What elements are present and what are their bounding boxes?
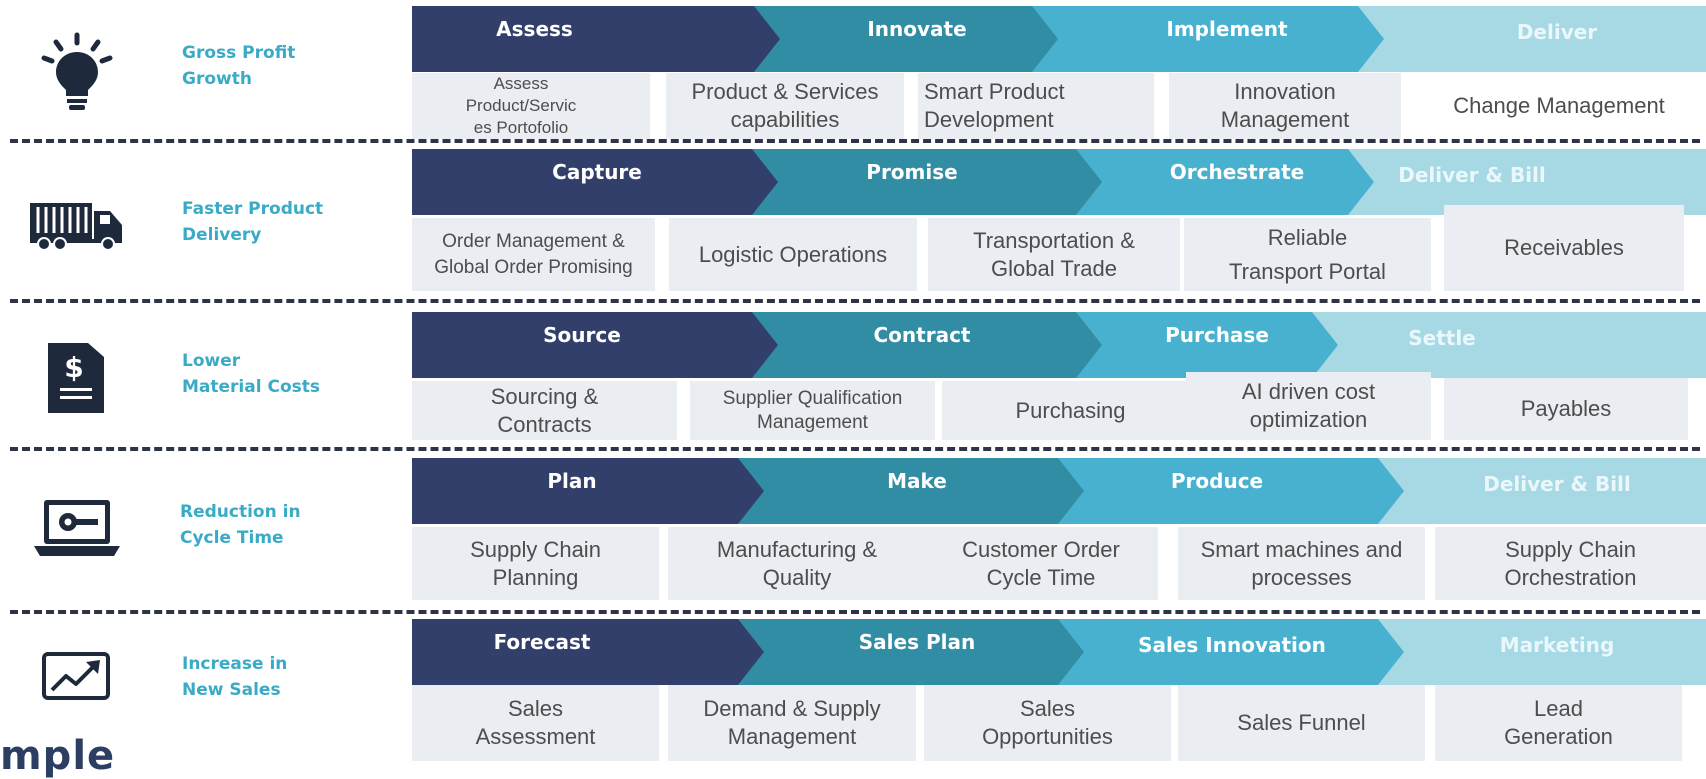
stage-label: Produce: [1170, 469, 1264, 493]
capability-cell: Assess Product/Servic es Portofolio: [412, 73, 650, 139]
capability-cell: Purchasing: [942, 381, 1199, 440]
row-divider: [10, 139, 1700, 143]
stage-label: Deliver: [1516, 20, 1598, 44]
laptop-wrench-icon: [34, 500, 120, 556]
outcome-line: Cycle Time: [180, 528, 284, 548]
outcome-label: Increase in New Sales: [182, 651, 287, 703]
stage-label: Assess: [496, 17, 573, 41]
capability-cell: Logistic Operations: [669, 218, 917, 291]
outcome-line: Reduction in: [180, 502, 301, 522]
capability-cell: Sourcing & Contracts: [412, 381, 677, 440]
outcome-label: Reduction in Cycle Time: [180, 499, 301, 551]
capability-cell: Product & Services capabilities: [666, 73, 904, 139]
chevron-arrows: [412, 619, 1706, 685]
outcome-line: Material Costs: [182, 377, 320, 397]
capability-cell: Order Management & Global Order Promisin…: [412, 218, 655, 291]
chevron-arrows: [412, 312, 1706, 378]
outcome-line: Lower: [182, 351, 241, 371]
capability-cell: Supply Chain Orchestration: [1435, 527, 1706, 600]
row-divider: [10, 299, 1700, 303]
outcome-label: Lower Material Costs: [182, 348, 320, 400]
outcome-line: Gross Profit: [182, 43, 296, 63]
row-divider: [10, 610, 1700, 614]
capability-cell: Payables: [1444, 378, 1688, 440]
stage-label: Innovate: [867, 17, 967, 41]
chevron-arrows: [412, 6, 1706, 72]
capability-cell: Innovation Management: [1169, 73, 1401, 139]
capability-cell: Sales Funnel: [1178, 685, 1425, 761]
capability-cell: Smart Product Development: [918, 73, 1154, 139]
outcome-line: New Sales: [182, 680, 281, 700]
chevron-arrows: [412, 458, 1706, 524]
capability-cell: Sales Assessment: [412, 685, 659, 761]
outcome-label: Faster Product Delivery: [182, 196, 323, 248]
capability-cell: Sales Opportunities: [924, 685, 1171, 761]
capability-cell: Reliable Transport Portal: [1184, 218, 1431, 291]
stage-label: Source: [543, 323, 621, 347]
row-divider: [10, 447, 1700, 451]
chevron-arrows: [412, 149, 1706, 215]
stage-label: Deliver & Bill: [1483, 472, 1631, 496]
trend-up-tablet-icon: [42, 652, 112, 700]
capability-cell: Smart machines and processes: [1178, 527, 1425, 600]
stage-label: Sales Innovation: [1138, 633, 1326, 657]
capability-cell: Lead Generation: [1435, 685, 1682, 761]
stage-label: Sales Plan: [858, 630, 976, 654]
outcome-line: Increase in: [182, 654, 288, 674]
stage-label: Capture: [552, 160, 642, 184]
capability-cell: Customer Order Cycle Time: [924, 527, 1158, 600]
stage-label: Settle: [1408, 326, 1476, 350]
outcome-line: Faster Product: [182, 199, 324, 219]
stage-label: Forecast: [493, 630, 591, 654]
outcome-label: Gross Profit Growth: [182, 40, 295, 92]
outcome-line: Delivery: [182, 225, 262, 245]
stage-label: Implement: [1166, 17, 1288, 41]
capability-cell: Receivables: [1444, 205, 1684, 291]
lightbulb-icon: [40, 32, 115, 114]
invoice-dollar-icon: $: [48, 343, 104, 413]
svg-text:$: $: [64, 351, 83, 384]
stage-label: Orchestrate: [1169, 160, 1305, 184]
stage-label: Plan: [547, 469, 597, 493]
stage-label: Deliver & Bill: [1398, 163, 1546, 187]
stage-label: Purchase: [1165, 323, 1269, 347]
capability-cell: Demand & Supply Management: [668, 685, 916, 761]
truck-icon: [30, 203, 124, 251]
capability-cell: Transportation & Global Trade: [928, 218, 1180, 291]
stage-label: Promise: [866, 160, 958, 184]
capability-cell: AI driven cost optimization: [1186, 372, 1431, 440]
stage-label: Marketing: [1499, 633, 1615, 657]
capability-cell: Manufacturing & Quality: [668, 527, 926, 600]
capability-cell: Supply Chain Planning: [412, 527, 659, 600]
outcome-line: Growth: [182, 69, 252, 89]
stage-label: Contract: [873, 323, 971, 347]
brand-logo-partial: mple: [0, 733, 116, 779]
capability-cell: Change Management: [1412, 73, 1706, 139]
capability-cell: Supplier Qualification Management: [690, 381, 935, 440]
stage-label: Make: [887, 469, 947, 493]
